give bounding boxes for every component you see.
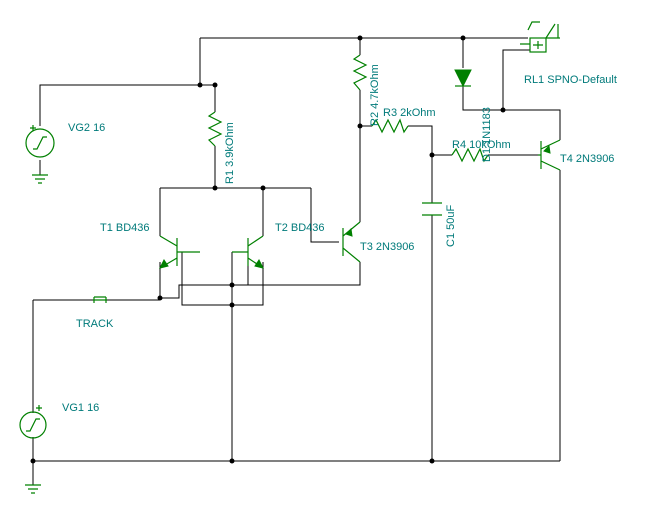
rl1-label: RL1 SPNO-Default bbox=[524, 74, 617, 86]
junction bbox=[229, 458, 235, 464]
d1-diode bbox=[454, 69, 472, 88]
t1-transistor bbox=[159, 235, 200, 269]
track-label: TRACK bbox=[76, 318, 114, 330]
r1-resistor bbox=[207, 111, 223, 147]
t4-label: T4 2N3906 bbox=[560, 153, 614, 165]
junction bbox=[357, 123, 363, 129]
ground-icon bbox=[32, 174, 48, 184]
r1-label: R1 3.9kOhm bbox=[224, 122, 236, 184]
r3-label: R3 2kOhm bbox=[383, 107, 436, 119]
vg2-voltage-source bbox=[25, 125, 55, 184]
vg2-label: VG2 16 bbox=[68, 122, 105, 134]
wire-t2-collector bbox=[160, 262, 249, 299]
r4-label: R4 10kOhm bbox=[452, 139, 511, 151]
junction bbox=[212, 82, 218, 88]
wire-t3-base-link bbox=[310, 188, 339, 243]
junction bbox=[500, 107, 506, 113]
rl1-relay bbox=[520, 21, 560, 53]
junction bbox=[197, 82, 203, 88]
wire-r3-right bbox=[408, 125, 433, 155]
junction bbox=[229, 302, 235, 308]
wire-d1-bottom bbox=[462, 86, 561, 140]
junctions bbox=[30, 35, 506, 464]
r3-resistor bbox=[371, 118, 409, 134]
junction bbox=[429, 152, 435, 158]
r2-resistor bbox=[352, 54, 368, 91]
vg1-voltage-source bbox=[19, 405, 47, 494]
junction bbox=[30, 458, 36, 464]
junction bbox=[212, 185, 218, 191]
t2-label: T2 BD436 bbox=[275, 222, 325, 234]
c1-capacitor bbox=[422, 202, 442, 216]
junction bbox=[260, 185, 266, 191]
wire-vg2-top bbox=[39, 84, 215, 126]
t3-transistor bbox=[342, 221, 361, 263]
junction bbox=[429, 458, 435, 464]
junction bbox=[460, 35, 466, 41]
t4-transistor bbox=[538, 139, 561, 171]
d1-label: D1 1N1183 bbox=[481, 107, 493, 162]
junction bbox=[229, 282, 235, 288]
wires bbox=[32, 37, 561, 485]
c1-label: C1 50uF bbox=[445, 205, 457, 247]
track-switch bbox=[93, 296, 107, 303]
wire-t3-collector bbox=[232, 262, 361, 286]
t3-label: T3 2N3906 bbox=[360, 241, 414, 253]
ground-icon bbox=[25, 484, 41, 494]
t1-label: T1 BD436 bbox=[100, 222, 150, 234]
t2-transistor bbox=[232, 235, 264, 269]
junction bbox=[357, 35, 363, 41]
wire-relay-link bbox=[502, 49, 530, 110]
junction bbox=[157, 295, 163, 301]
r2-label: R2 4.7kOhm bbox=[369, 64, 381, 126]
vg1-label: VG1 16 bbox=[62, 402, 99, 414]
r4-resistor bbox=[451, 147, 489, 163]
labels: VG2 16 VG1 16 TRACK T1 BD436 T2 BD436 T3… bbox=[62, 64, 617, 414]
